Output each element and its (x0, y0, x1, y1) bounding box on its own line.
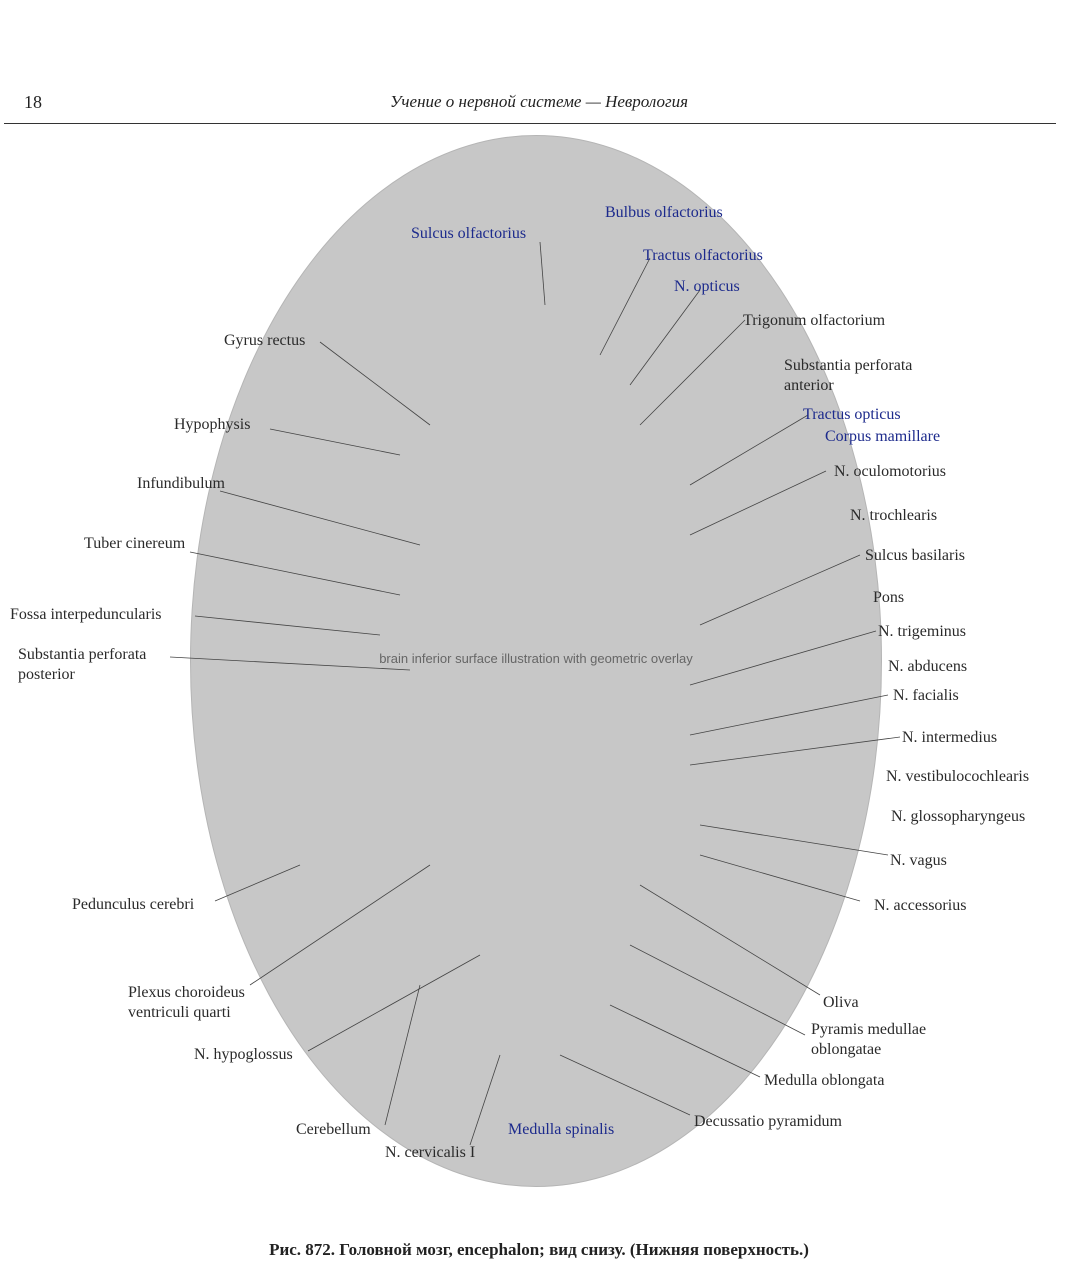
leader-line (194, 615, 381, 636)
label-oliva: Oliva (823, 994, 859, 1011)
label-n-intermedius: N. intermedius (902, 729, 998, 746)
leader-line (689, 470, 827, 536)
leader-line (539, 241, 546, 306)
label-decussatio-pyramidum: Decussatio pyramidum (694, 1113, 842, 1130)
label-substantia-perforata-anterior-1: Substantia perforata (784, 357, 913, 374)
leader-line (689, 736, 901, 766)
leader-line (189, 551, 401, 596)
page-number: 18 (24, 92, 42, 112)
label-sulcus-olfactorius: Sulcus olfactorius (411, 225, 527, 242)
leader-line (169, 656, 411, 671)
label-n-vestibulocochlearis: N. vestibulocochlearis (886, 768, 1030, 785)
label-plexus-choroideus-1: Plexus choroideus (128, 984, 245, 1001)
label-tractus-olfactorius: Tractus olfactorius (643, 247, 763, 264)
label-n-trochlearis: N. trochlearis (850, 507, 938, 524)
label-pedunculus-cerebri: Pedunculus cerebri (72, 896, 195, 913)
leader-line (699, 554, 861, 626)
label-n-accessorius: N. accessorius (874, 897, 967, 914)
leader-line (609, 1004, 761, 1078)
leader-line (699, 824, 889, 856)
leader-line (639, 319, 746, 426)
leader-line (629, 289, 701, 386)
leader-line (599, 257, 651, 356)
figure-image-caption: brain inferior surface illustration with… (379, 651, 693, 666)
leader-line (629, 944, 806, 1036)
leader-line (689, 630, 877, 686)
label-n-oculomotorius: N. oculomotorius (834, 463, 946, 480)
label-n-hypoglossus: N. hypoglossus (194, 1046, 293, 1063)
leader-line (307, 954, 481, 1052)
leader-lines (169, 241, 901, 1146)
label-tractus-opticus: Tractus opticus (803, 406, 901, 423)
leader-line (319, 341, 431, 426)
leader-line (249, 864, 431, 986)
label-n-abducens: N. abducens (888, 658, 968, 675)
label-n-glossopharyngeus: N. glossopharyngeus (891, 808, 1026, 825)
label-corpus-mamillare: Corpus mamillare (825, 428, 941, 445)
label-plexus-choroideus-2: ventriculi quarti (128, 1004, 231, 1021)
label-n-facialis: N. facialis (893, 687, 959, 704)
label-medulla-spinalis: Medulla spinalis (508, 1121, 615, 1138)
label-substantia-perforata-posterior-2: posterior (18, 666, 75, 683)
label-n-opticus: N. opticus (674, 278, 740, 295)
figure: brain inferior surface illustration with… (0, 125, 1078, 1210)
label-cerebellum: Cerebellum (296, 1121, 371, 1138)
label-pyramis-1: Pyramis medullae (811, 1021, 927, 1038)
leader-line (214, 864, 301, 902)
label-trigonum-olfactorium: Trigonum olfactorium (743, 312, 886, 329)
label-gyrus-rectus: Gyrus rectus (224, 332, 306, 349)
header-rule (4, 123, 1056, 124)
label-medulla-oblongata: Medulla oblongata (764, 1072, 885, 1089)
leader-line (269, 428, 401, 456)
label-substantia-perforata-posterior-1: Substantia perforata (18, 646, 147, 663)
leader-line (219, 490, 421, 546)
label-tuber-cinereum: Tuber cinereum (84, 535, 186, 552)
leader-line (689, 414, 809, 486)
figure-caption: Рис. 872. Головной мозг, encephalon; вид… (269, 1240, 809, 1259)
leader-line (699, 854, 861, 902)
label-sulcus-basilaris: Sulcus basilaris (865, 547, 965, 564)
label-n-trigeminus: N. trigeminus (878, 623, 966, 640)
label-bulbus-olfactorius: Bulbus olfactorius (605, 204, 723, 221)
label-fossa-interpeduncularis: Fossa interpeduncularis (10, 606, 162, 623)
label-infundibulum: Infundibulum (137, 475, 225, 492)
leader-line (559, 1054, 691, 1116)
label-substantia-perforata-anterior-2: anterior (784, 377, 834, 394)
figure-image: brain inferior surface illustration with… (190, 135, 882, 1187)
leader-line (469, 1054, 501, 1146)
running-head: Учение о нервной системе — Неврология (389, 92, 689, 111)
label-n-cervicalis-i: N. cervicalis I (385, 1144, 476, 1161)
label-hypophysis: Hypophysis (174, 416, 251, 433)
label-n-vagus: N. vagus (890, 852, 947, 869)
leader-line (384, 984, 421, 1126)
leader-line (689, 694, 889, 736)
leader-line (639, 884, 821, 996)
label-pons: Pons (873, 589, 905, 606)
label-pyramis-2: oblongatae (811, 1041, 882, 1058)
